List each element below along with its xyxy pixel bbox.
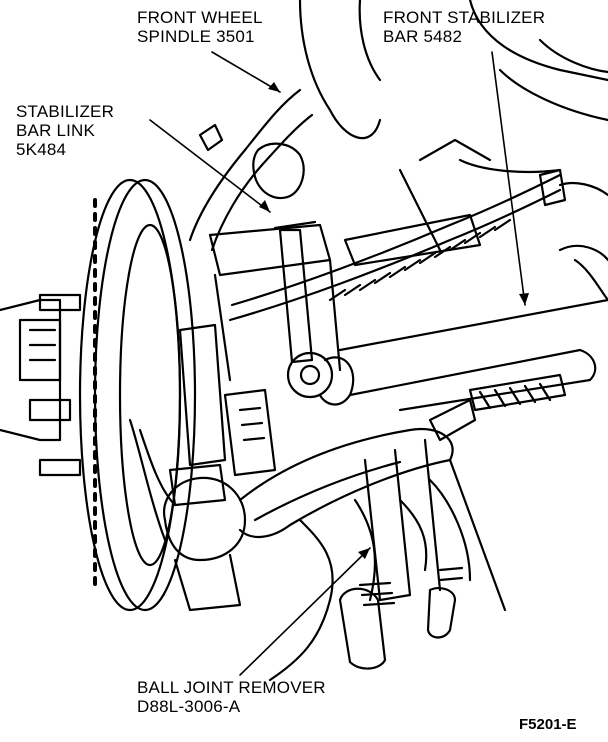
label-stabilizer-bar-link: STABILIZER BAR LINK 5K484 — [16, 102, 114, 159]
leader-lines — [149, 51, 526, 676]
lower-control-arm — [338, 298, 608, 412]
ball-joint-remover-tool — [162, 398, 507, 670]
label-line: FRONT STABILIZER — [383, 8, 546, 27]
label-line: 5K484 — [16, 140, 67, 159]
label-ball-joint-remover: BALL JOINT REMOVER D88L-3006-A — [137, 678, 326, 716]
upper-frame — [298, 0, 608, 302]
label-line: BALL JOINT REMOVER — [137, 678, 326, 697]
knuckle-details — [128, 323, 277, 542]
brake-rotor — [78, 178, 197, 612]
label-line: SPINDLE 3501 — [137, 27, 255, 46]
front-wheel-spindle — [188, 88, 342, 382]
label-line: BAR 5482 — [383, 27, 463, 46]
leader-arrowheads — [259, 82, 529, 559]
label-line: BAR LINK — [16, 121, 96, 140]
stabilizer-bar-link — [273, 220, 355, 406]
figure-id: F5201-E — [519, 716, 577, 733]
label-line: D88L-3006-A — [137, 697, 241, 716]
hand — [268, 478, 472, 682]
label-line: FRONT WHEEL — [137, 8, 263, 27]
label-front-stabilizer-bar: FRONT STABILIZER BAR 5482 — [383, 8, 545, 46]
label-line: STABILIZER — [16, 102, 115, 121]
wheel-hub — [0, 293, 82, 477]
label-front-wheel-spindle: FRONT WHEEL SPINDLE 3501 — [137, 8, 263, 46]
